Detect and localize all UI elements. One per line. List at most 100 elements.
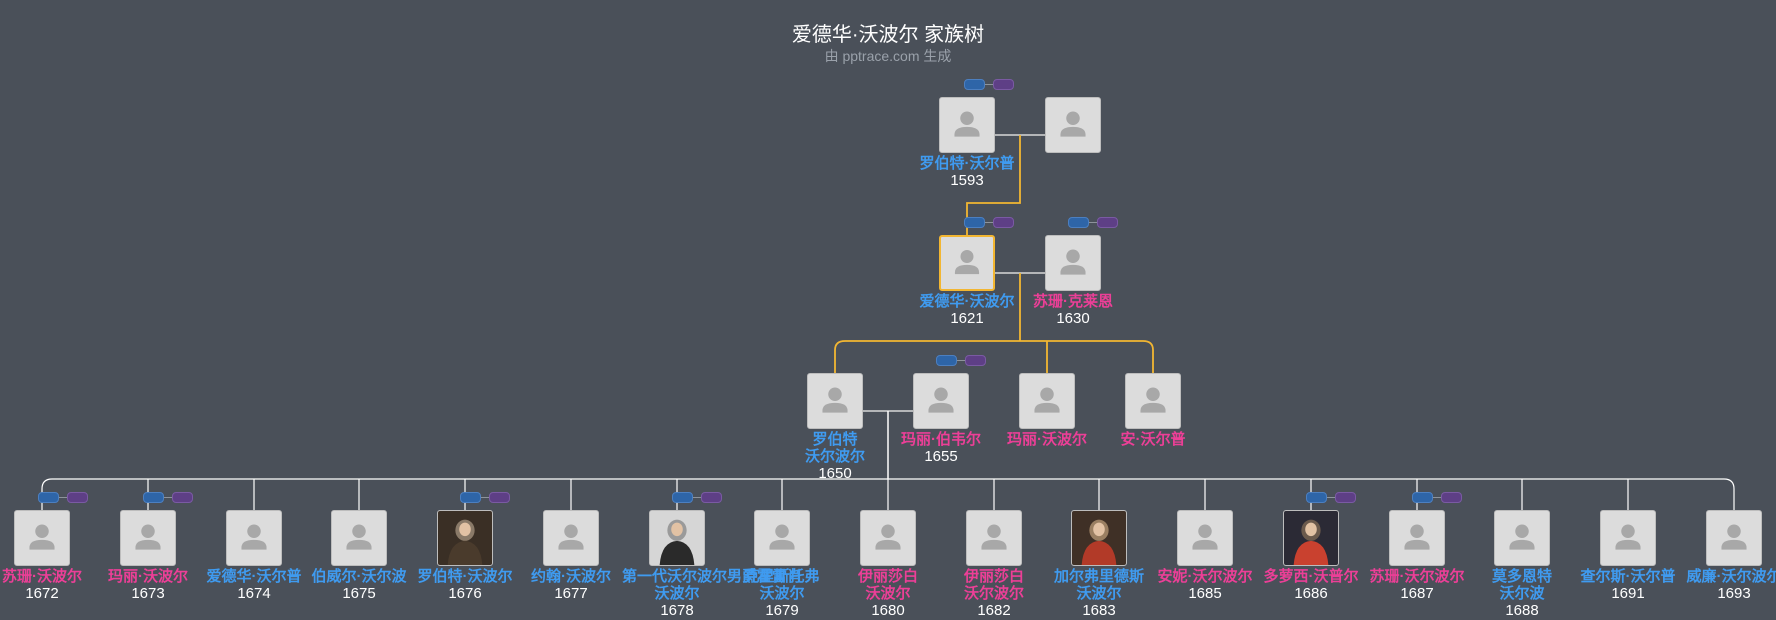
- person-avatar-icon[interactable]: [1125, 373, 1181, 429]
- person-name[interactable]: 威廉·沃尔波尔: [1686, 568, 1776, 585]
- toggle-link: [1327, 497, 1335, 498]
- person-avatar-icon[interactable]: [1045, 235, 1101, 291]
- person-name[interactable]: 苏珊·沃波尔: [2, 568, 82, 585]
- person-name[interactable]: 莫多恩特: [1491, 568, 1552, 585]
- person-avatar-icon[interactable]: [543, 510, 599, 566]
- person-name[interactable]: 罗伯特: [812, 431, 858, 448]
- person-name[interactable]: 罗伯特·沃波尔: [417, 568, 513, 585]
- person-birth-year: 1630: [1056, 310, 1090, 327]
- person-portrait[interactable]: [437, 510, 493, 566]
- relation-toggle: [1068, 217, 1120, 229]
- person-birth-year: 1621: [950, 310, 984, 327]
- parents-toggle-icon[interactable]: [1068, 217, 1089, 228]
- parents-toggle-icon[interactable]: [672, 492, 693, 503]
- person-avatar-icon[interactable]: [14, 510, 70, 566]
- person-name[interactable]: 沃波尔: [759, 585, 805, 602]
- person-avatar-icon[interactable]: [120, 510, 176, 566]
- spouse-toggle-icon[interactable]: [701, 492, 722, 503]
- person-avatar-icon[interactable]: [1019, 373, 1075, 429]
- parents-toggle-icon[interactable]: [964, 217, 985, 228]
- spouse-toggle-icon[interactable]: [993, 79, 1014, 90]
- person-name[interactable]: 沃波尔: [865, 585, 911, 602]
- person-birth-year: 1685: [1188, 585, 1222, 602]
- person-name[interactable]: 伯威尔·沃尔波: [311, 568, 407, 585]
- person-avatar-icon[interactable]: [860, 510, 916, 566]
- person-name[interactable]: 安妮·沃尔波尔: [1157, 568, 1253, 585]
- person-name[interactable]: 查尔斯·沃尔普: [1580, 568, 1676, 585]
- person-label: 玛丽·沃波尔: [992, 431, 1102, 448]
- spouse-toggle-icon[interactable]: [172, 492, 193, 503]
- person-avatar-icon[interactable]: [1177, 510, 1233, 566]
- person-name[interactable]: 伊丽莎白: [857, 568, 918, 585]
- relation-toggle: [143, 492, 195, 504]
- person-avatar-icon[interactable]: [1389, 510, 1445, 566]
- person-avatar-icon[interactable]: [226, 510, 282, 566]
- person-name[interactable]: 爱德华·沃波尔: [919, 293, 1015, 310]
- person-avatar-icon[interactable]: [1706, 510, 1762, 566]
- person-name[interactable]: 罗伯特·沃尔普: [919, 155, 1015, 172]
- person-avatar-icon[interactable]: [939, 235, 995, 291]
- person-portrait[interactable]: [1071, 510, 1127, 566]
- person-name[interactable]: 苏珊·克莱恩: [1033, 293, 1113, 310]
- parents-toggle-icon[interactable]: [964, 79, 985, 90]
- person-name[interactable]: 约翰·沃波尔: [531, 568, 611, 585]
- person-avatar-icon[interactable]: [754, 510, 810, 566]
- spouse-toggle-icon[interactable]: [993, 217, 1014, 228]
- spouse-toggle-icon[interactable]: [1335, 492, 1356, 503]
- parents-toggle-icon[interactable]: [936, 355, 957, 366]
- person-name[interactable]: 玛丽·沃波尔: [108, 568, 188, 585]
- person-name[interactable]: 伊丽莎白: [963, 568, 1024, 585]
- parents-toggle-icon[interactable]: [460, 492, 481, 503]
- parents-toggle-icon[interactable]: [38, 492, 59, 503]
- person-name[interactable]: 安·沃尔普: [1120, 431, 1186, 448]
- spouse-toggle-icon[interactable]: [1441, 492, 1462, 503]
- person-avatar-icon[interactable]: [1600, 510, 1656, 566]
- person-name[interactable]: 沃尔波尔: [963, 585, 1024, 602]
- person-birth-year: 1682: [977, 602, 1011, 619]
- toggle-link: [985, 222, 993, 223]
- person-avatar-icon[interactable]: [939, 97, 995, 153]
- relation-toggle: [936, 355, 988, 367]
- parents-toggle-icon[interactable]: [1306, 492, 1327, 503]
- person-name[interactable]: 沃尔波尔: [804, 448, 865, 465]
- spouse-toggle-icon[interactable]: [489, 492, 510, 503]
- spouse-toggle-icon[interactable]: [67, 492, 88, 503]
- person-name[interactable]: 多萝西·沃普尔: [1263, 568, 1359, 585]
- person-avatar-icon[interactable]: [807, 373, 863, 429]
- person-name[interactable]: 沃波尔: [654, 585, 700, 602]
- person-avatar-icon[interactable]: [913, 373, 969, 429]
- person-name[interactable]: 第一代沃尔波尔男爵霍雷肖: [622, 568, 803, 585]
- person-avatar-icon[interactable]: [331, 510, 387, 566]
- spouse-toggle-icon[interactable]: [965, 355, 986, 366]
- person-avatar-icon[interactable]: [1045, 97, 1101, 153]
- person-name[interactable]: 克里斯托弗: [744, 568, 820, 585]
- person-name[interactable]: 沃尔波: [1499, 585, 1545, 602]
- person-portrait[interactable]: [1283, 510, 1339, 566]
- parents-toggle-icon[interactable]: [143, 492, 164, 503]
- person-name[interactable]: 爱德华·沃尔普: [206, 568, 302, 585]
- relation-toggle: [672, 492, 724, 504]
- parents-toggle-icon[interactable]: [1412, 492, 1433, 503]
- person-name[interactable]: 加尔弗里德斯: [1053, 568, 1144, 585]
- person-name[interactable]: 玛丽·沃波尔: [1007, 431, 1087, 448]
- person-name[interactable]: 沃波尔: [1076, 585, 1122, 602]
- spouse-toggle-icon[interactable]: [1097, 217, 1118, 228]
- person-name[interactable]: 玛丽·伯韦尔: [901, 431, 981, 448]
- person-portrait[interactable]: [649, 510, 705, 566]
- person-avatar-icon[interactable]: [1494, 510, 1550, 566]
- person-avatar-icon[interactable]: [966, 510, 1022, 566]
- person-name[interactable]: 苏珊·沃尔波尔: [1369, 568, 1465, 585]
- person-birth-year: 1691: [1611, 585, 1645, 602]
- lineage-rail-gen3: [834, 340, 1154, 373]
- toggle-link: [1089, 222, 1097, 223]
- toggle-link: [957, 360, 965, 361]
